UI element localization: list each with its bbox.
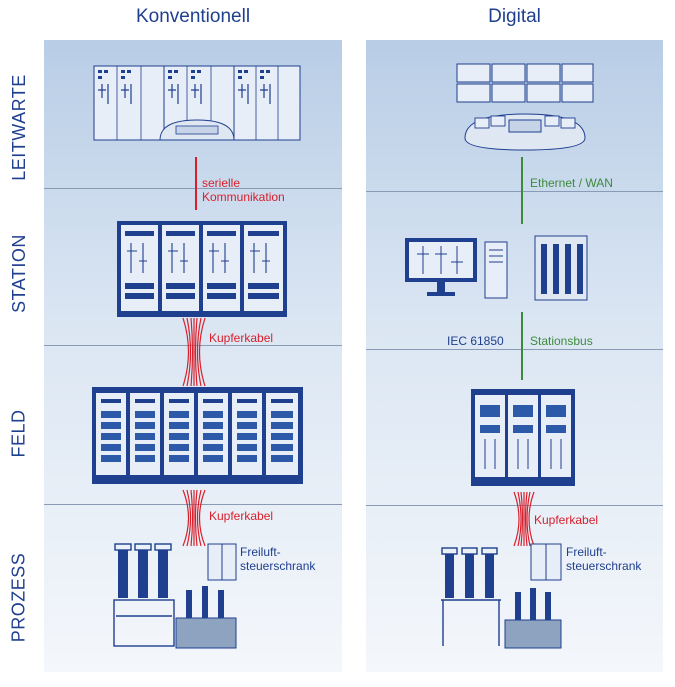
copper-cable-bundle-right — [513, 491, 535, 547]
digital-station-hmi-illustration — [405, 235, 588, 301]
outdoor-cabinet-label-left: Freiluft-steuerschrank — [240, 545, 316, 573]
digital-title: Digital — [488, 6, 541, 27]
copper-cable-label-left-2: Kupferkabel — [209, 509, 274, 523]
level-label-prozess: PROZESS — [8, 552, 29, 642]
copper-cable-label-right: Kupferkabel — [534, 513, 599, 527]
separator-right-3 — [366, 505, 663, 506]
separator-left-1 — [44, 188, 342, 189]
digital-bay-cabinets-illustration — [471, 389, 575, 486]
digital-switchgear-illustration — [441, 543, 562, 649]
copper-cable-bundle-left-2 — [182, 489, 206, 547]
copper-cable-label-left-1: Kupferkabel — [209, 331, 274, 345]
ethernet-link-line — [521, 157, 523, 224]
separator-right-2 — [366, 349, 663, 350]
conventional-title: Konventionell — [135, 6, 251, 27]
conventional-control-panel-illustration — [93, 65, 301, 141]
separator-left-3 — [44, 504, 342, 505]
copper-cable-bundle-left-1 — [182, 317, 206, 387]
level-label-feld: FELD — [8, 408, 29, 458]
conventional-bay-cabinets-illustration — [92, 387, 303, 484]
digital-video-wall-illustration — [456, 63, 594, 151]
ethernet-link-label: Ethernet / WAN — [530, 176, 613, 190]
level-label-station: STATION — [8, 233, 29, 313]
conventional-station-cabinets-illustration — [117, 221, 287, 317]
level-label-leitwarte: LEITWARTE — [8, 73, 29, 181]
outdoor-cabinet-label-right: Freiluft-steuerschrank — [566, 545, 642, 573]
serial-link-line — [195, 157, 197, 210]
conventional-switchgear-illustration — [113, 543, 237, 649]
station-bus-line — [521, 312, 523, 380]
station-bus-label: Stationsbus — [530, 334, 593, 348]
iec-61850-label: IEC 61850 — [447, 334, 504, 348]
separator-right-1 — [366, 191, 663, 192]
